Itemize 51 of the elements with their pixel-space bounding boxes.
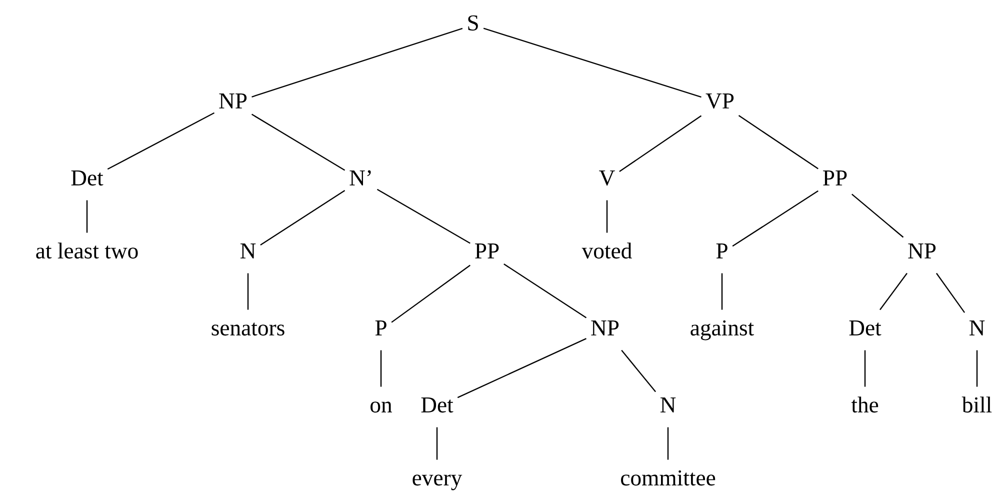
branch-line (380, 350, 382, 387)
branch-line (260, 190, 346, 246)
tree-label: N’ (350, 170, 371, 186)
tree-label: NP (591, 320, 619, 336)
branch-line (619, 115, 702, 172)
branch-line (621, 350, 656, 392)
branch-line (457, 338, 586, 398)
branch-line (252, 28, 463, 98)
tree-label: N (240, 243, 256, 258)
branch-line (976, 350, 978, 387)
tree-label: voted (582, 242, 632, 259)
tree-label: bill (962, 396, 992, 413)
branch-line (721, 273, 723, 310)
branch-line (936, 272, 966, 313)
tree-label: Det (421, 397, 454, 413)
tree-label: PP (475, 243, 499, 258)
branch-line (732, 190, 818, 247)
branch-line (251, 114, 346, 171)
branch-line (504, 264, 587, 318)
branch-line (391, 264, 470, 323)
branch-line (483, 28, 702, 98)
branch-line (107, 112, 215, 170)
tree-label: P (716, 243, 728, 258)
branch-line (606, 200, 608, 233)
tree-label: at least two (36, 242, 138, 259)
tree-label: S (468, 15, 478, 31)
tree-label: N (969, 320, 985, 336)
tree-label: VP (706, 93, 734, 109)
tree-label: N (660, 397, 676, 412)
branch-line (86, 200, 88, 233)
tree-label: the (851, 396, 878, 413)
tree-label: NP (908, 243, 936, 258)
branch-line (738, 115, 818, 170)
tree-label: V (599, 170, 615, 186)
branch-line (667, 427, 669, 460)
tree-label: NP (219, 93, 247, 108)
branch-line (864, 350, 866, 387)
tree-label: P (375, 320, 386, 336)
branch-line (247, 273, 249, 310)
tree-label: senators (212, 322, 284, 336)
branch-line (376, 188, 470, 244)
tree-label: PP (823, 170, 847, 186)
branch-line (880, 272, 908, 310)
tree-label: Det (71, 170, 104, 186)
branch-line (436, 427, 438, 460)
tree-label: every (412, 474, 462, 490)
tree-label: against (690, 320, 754, 340)
tree-label: on (370, 402, 392, 413)
tree-label: Det (849, 320, 882, 336)
branch-line (852, 194, 904, 238)
tree-label: committee (621, 470, 716, 486)
